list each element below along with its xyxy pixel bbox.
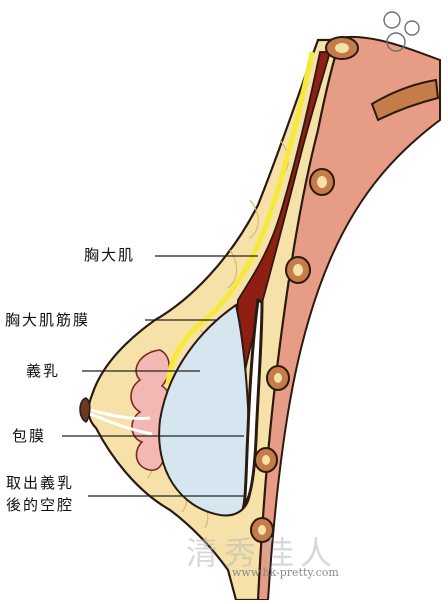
leader-lines: [62, 255, 258, 497]
clavicle-ring: [383, 11, 401, 29]
clavicle-sketch: [383, 11, 420, 52]
label-implant: 義乳: [26, 362, 61, 380]
label-pectoralis-major: 胸大肌: [84, 246, 136, 264]
watermark-url: www.hk-pretty.com: [232, 566, 339, 579]
clavicle-ring: [404, 20, 420, 36]
capsule-cavity: [241, 297, 264, 509]
label-pectoral-fascia: 胸大肌筋膜: [5, 311, 91, 329]
rib-cores: [258, 43, 349, 535]
rib-core: [258, 525, 266, 535]
rib-core: [335, 43, 349, 53]
nipple: [79, 397, 91, 423]
upper-rib-bundle: [370, 78, 440, 122]
label-cavity-line1: 取出義乳: [6, 474, 75, 492]
rib-core: [262, 455, 270, 465]
rib-core: [274, 373, 282, 383]
clavicle-ring: [386, 32, 406, 52]
rib-core: [317, 176, 327, 188]
watermark-logo: 清秀佳人: [186, 534, 339, 572]
label-capsule: 包膜: [12, 427, 47, 445]
ribs: [250, 36, 359, 543]
milk-ducts: [89, 408, 153, 436]
rib-core: [293, 264, 303, 276]
label-cavity-line2: 後的空腔: [6, 496, 75, 514]
